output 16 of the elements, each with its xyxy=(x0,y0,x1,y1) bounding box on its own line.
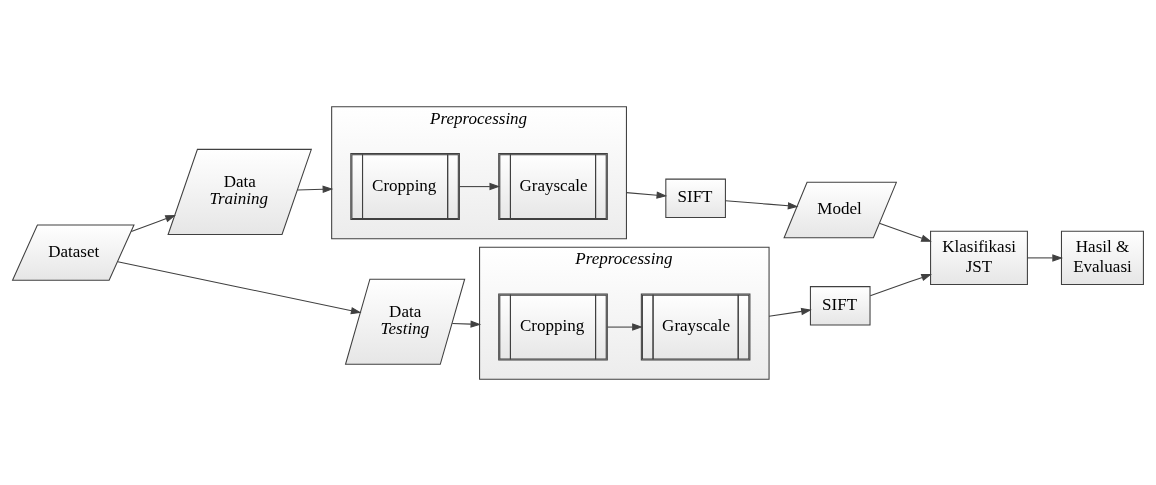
node-box: SIFT xyxy=(809,285,871,325)
arrow xyxy=(725,199,799,209)
node-box: SIFT xyxy=(665,178,726,218)
arrow xyxy=(869,273,932,296)
arrow xyxy=(117,260,362,314)
arrow xyxy=(459,182,501,190)
arrow xyxy=(625,190,668,199)
arrow xyxy=(130,214,176,232)
arrow xyxy=(878,222,932,242)
arrow xyxy=(1027,253,1063,262)
arrow xyxy=(768,307,812,317)
node-box: Hasil & Evaluasi xyxy=(1060,230,1144,285)
arrow xyxy=(451,319,482,328)
arrow xyxy=(607,322,643,331)
arrow xyxy=(296,185,334,193)
node-box: Klasifikasi JST xyxy=(930,230,1028,285)
